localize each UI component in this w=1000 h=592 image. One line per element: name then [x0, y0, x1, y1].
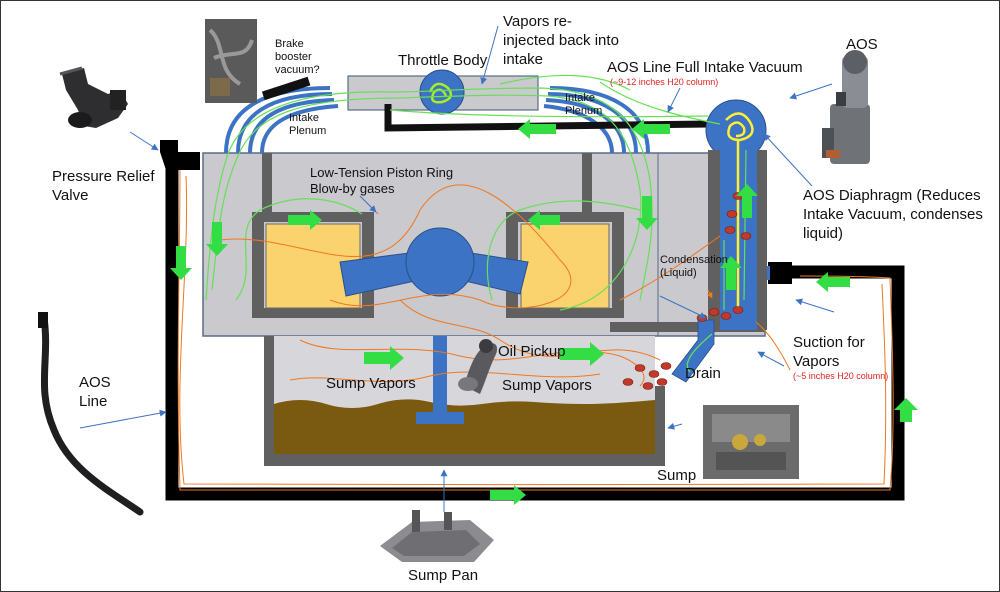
intake-plenum-left-label: Intake Plenum [289, 112, 327, 137]
flow-arrow [364, 346, 404, 370]
oil-pickup-label: Oil Pickup [498, 343, 566, 360]
flow-arrow [206, 222, 228, 256]
flow-arrow [490, 485, 526, 505]
flow-arrow [170, 246, 192, 280]
pressure-relief-stub [160, 140, 200, 170]
aos-line-photo [40, 314, 144, 516]
oil-pickup-photo [458, 339, 498, 394]
condensation-label: Condensation (Liquid) [660, 254, 728, 279]
flow-arrow [894, 398, 918, 422]
low-tension-label: Low-Tension Piston Ring Blow-by gases [310, 165, 454, 196]
oil-level [274, 399, 655, 454]
aos-line-full-label: AOS Line Full Intake Vacuum [607, 59, 803, 76]
aos-outer-wall [757, 150, 767, 330]
sump-pan-label: Sump Pan [408, 567, 479, 584]
sump-step [610, 322, 765, 332]
crankshaft [405, 227, 475, 297]
brake-booster-label: Brake booster vacuum? [275, 38, 320, 76]
cyl-wall [252, 308, 374, 318]
cyl-wall [582, 153, 592, 213]
flow-arrows [170, 119, 918, 505]
cyl-wall [252, 212, 264, 316]
orange-vapor-paths [177, 169, 894, 492]
throttle-body [419, 69, 465, 115]
flow-arrow [720, 256, 742, 290]
oil-pickup-tube [433, 336, 447, 420]
sump-label: Sump [657, 467, 697, 484]
cyl-wall [506, 212, 624, 222]
aos-line-photo-end [38, 312, 48, 328]
annotation-arrows [79, 25, 835, 512]
green-vapor-paths [205, 74, 747, 373]
suction-note: (~5 inches H20 column) [793, 371, 889, 381]
suction-port [768, 262, 792, 284]
flow-arrow [636, 196, 658, 230]
aos-unit-photo [822, 50, 870, 164]
sump-pan-photo [380, 510, 494, 562]
suction-for-vapors-label: Suction for Vapors [793, 334, 865, 370]
aos-coil [725, 112, 754, 310]
aos-return-line [165, 160, 905, 501]
cyl-wall [612, 212, 624, 316]
sump-wall-right [655, 386, 665, 466]
sump-vapors-left-label: Sump Vapors [326, 375, 416, 392]
intake-plenum-right-label: Intake Plenum [565, 92, 603, 117]
flow-arrow [560, 342, 604, 366]
cyl-wall [262, 153, 272, 213]
flow-arrow [816, 272, 850, 292]
aos-label: AOS [846, 36, 878, 53]
condensation-droplets [622, 192, 752, 390]
brake-booster-tube [261, 76, 311, 101]
sump-photo [703, 405, 799, 479]
aos-line-full-note: (~9-12 inches H20 column) [610, 77, 719, 87]
flow-arrow [288, 210, 322, 230]
sump-wall-left [264, 336, 274, 466]
brake-booster-photo [205, 19, 257, 103]
flow-arrow [518, 119, 556, 139]
flow-arrow [528, 210, 560, 230]
flow-arrow [736, 184, 758, 218]
aos-line-left-label: AOS Line [79, 374, 111, 410]
flow-arrow [632, 119, 670, 139]
drain-label: Drain [685, 365, 721, 382]
pressure-relief-valve-photo [59, 66, 128, 128]
throttle-coil [428, 82, 453, 104]
sump-floor [264, 454, 665, 466]
pressure-relief-valve-label: Pressure Relief Valve [52, 168, 155, 204]
aos-diaphragm-label: AOS Diaphragm (Reduces Intake Vacuum, co… [803, 187, 983, 242]
oil-pickup-foot [416, 412, 464, 424]
aos-drain [671, 319, 715, 383]
vapors-reinjected-label: Vapors re-injected back into intake [503, 13, 619, 68]
aos-intake-line [384, 104, 711, 132]
throttle-body-label: Throttle Body [398, 52, 488, 69]
cyl-wall [506, 308, 624, 318]
intake-plenum-hoses [224, 86, 650, 154]
sump-vapors-right-label: Sump Vapors [502, 377, 592, 394]
